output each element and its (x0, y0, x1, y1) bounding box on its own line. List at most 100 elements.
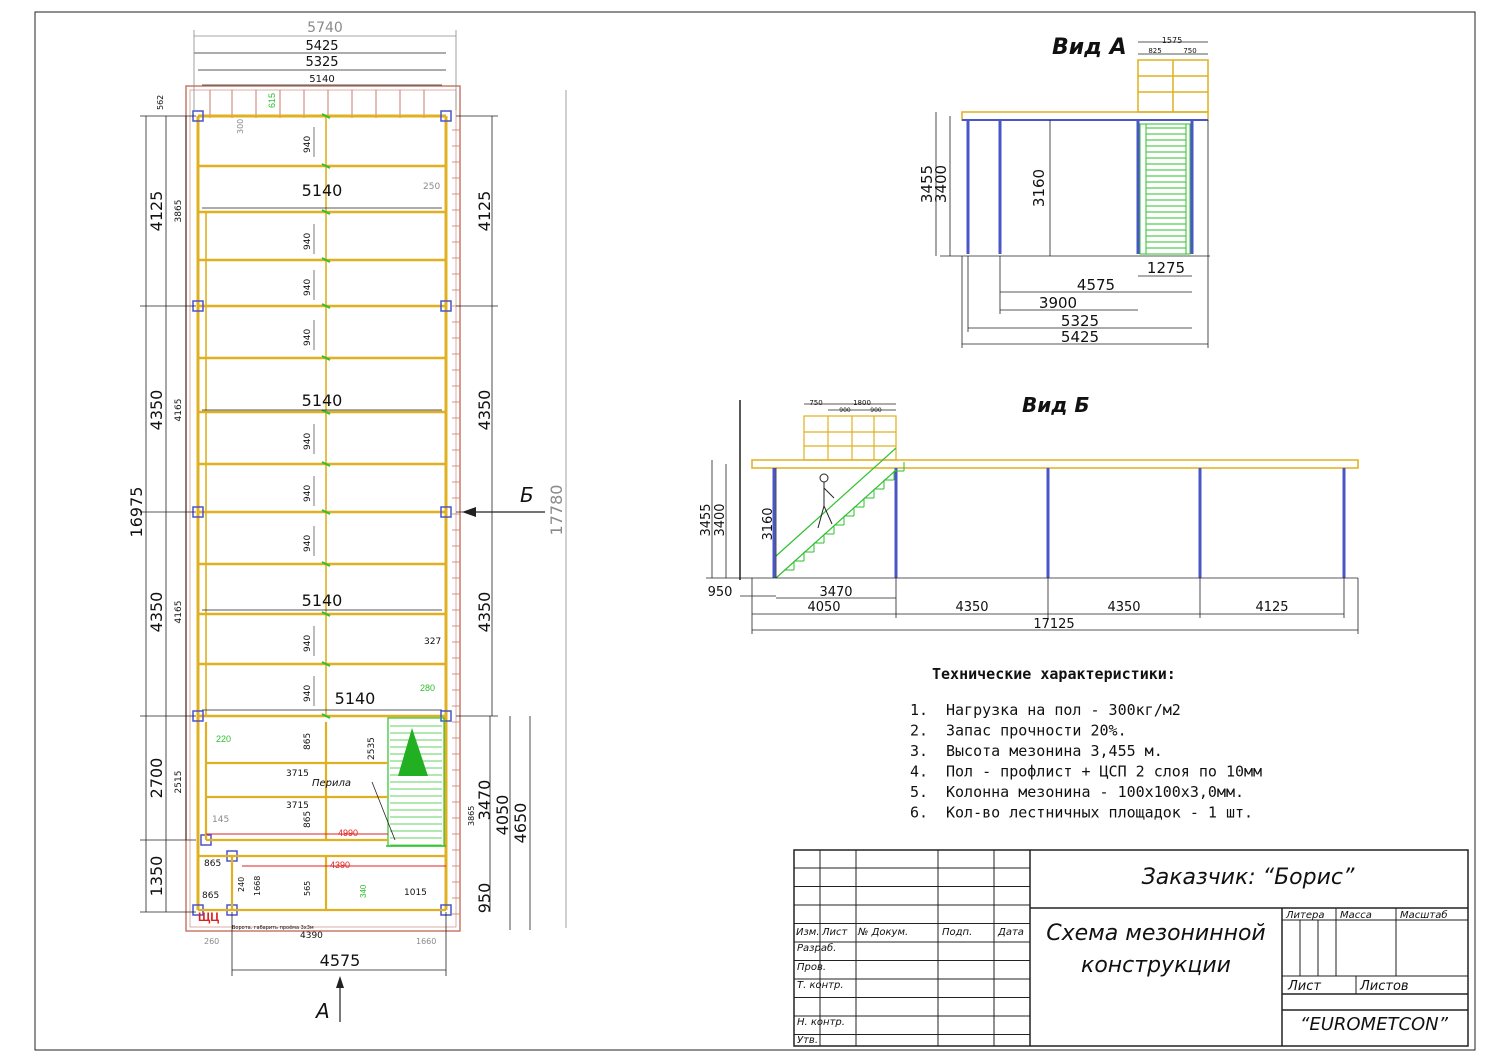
dim-5140-top: 5140 (309, 74, 334, 85)
dim-145: 145 (212, 815, 229, 825)
litera-label: Литера (1285, 910, 1324, 921)
tech-item-text: Колонна мезонина - 100х100х3,0мм. (946, 783, 1244, 801)
dim-280: 280 (420, 683, 435, 693)
stamp-col-label: Дата (997, 927, 1024, 938)
column-node (440, 110, 452, 122)
dim-220: 220 (216, 734, 231, 744)
dim-615: 615 (267, 93, 277, 108)
stair-direction-arrow (398, 728, 428, 776)
tech-item-text: Пол - профлист + ЦСП 2 слоя по 10мм (946, 763, 1262, 781)
masshtab-label: Масштаб (1400, 909, 1448, 921)
left-inner-4: 2515 (174, 771, 184, 794)
tech-item-text: Нагрузка на пол - 300кг/м2 (946, 701, 1181, 719)
arrow-b-icon (462, 507, 476, 517)
dim-4390-red: 4390 (330, 860, 350, 870)
beam-spacing-label: 940 (303, 433, 313, 450)
dim-3715a: 3715 (286, 769, 309, 779)
view-a-dim: 4575 (1077, 276, 1115, 294)
left-dim-4: 2700 (147, 758, 166, 799)
right-dim-2: 4350 (475, 390, 494, 431)
view-a-dim: 3900 (1039, 294, 1077, 312)
right-dim-3: 4350 (475, 592, 494, 633)
stamp-row-label: Т. контр. (797, 980, 844, 991)
arrow-a-icon (336, 976, 344, 988)
dim-865: 865 (303, 733, 313, 750)
view-b-dim: 4050 (807, 600, 840, 615)
view-b: Вид Б (699, 393, 1359, 634)
view-b-dim: 3160 (761, 507, 776, 540)
dim-865-2: 865 (303, 811, 313, 828)
tech-item-number: 5. (910, 783, 928, 801)
tech-heading: Технические характеристики: (932, 665, 1176, 683)
dim-250: 250 (423, 182, 440, 192)
view-a-dim: 1275 (1147, 259, 1185, 277)
view-a-dim: 1575 (1162, 36, 1182, 45)
view-a-dim: 5425 (1061, 328, 1099, 346)
view-b-dim: 3400 (713, 503, 728, 536)
view-b-dim: 900 (870, 407, 882, 414)
view-b-dim: 750 (809, 399, 822, 407)
left-inner-2: 4165 (174, 399, 184, 422)
stamp-row-label: Пров. (797, 962, 826, 973)
right-dim-3470: 3470 (475, 780, 494, 821)
plan-view: 5740 5425 5325 5140 5140 5140 5140 5140 … (127, 20, 567, 1023)
span-label: 5140 (302, 181, 343, 200)
left-dim-3: 4350 (147, 592, 166, 633)
title-block (793, 849, 1469, 1047)
span-label: 5140 (335, 689, 376, 708)
beam-spacing-label: 940 (303, 136, 313, 153)
view-a-title: Вид А (1052, 35, 1127, 60)
view-a-dim: 750 (1183, 47, 1196, 55)
span-label: 5140 (302, 591, 343, 610)
beam-spacing-label: 940 (303, 485, 313, 502)
beam-spacing-label: 940 (303, 279, 313, 296)
total-left-dim: 16975 (127, 487, 146, 538)
left-dim-2: 4350 (147, 390, 166, 431)
beam-spacing-label: 940 (303, 535, 313, 552)
beam-spacing-label: 940 (303, 233, 313, 250)
view-a-dim: 3455 (918, 165, 936, 203)
sheet-frame (34, 11, 1476, 1051)
left-dim-5: 1350 (147, 856, 166, 897)
stamp-col-label: Изм. (796, 927, 820, 938)
view-b-dim: 4125 (1255, 600, 1288, 615)
drawing-title-line2: конструкции (1081, 953, 1231, 978)
view-a-dim: 3160 (1030, 169, 1048, 207)
left-inner-3: 4165 (174, 601, 184, 624)
stamp-row-label: Н. контр. (797, 1017, 845, 1028)
listov-label: Листов (1359, 979, 1409, 994)
electrical-panel-label: ЩЦ (198, 910, 219, 924)
tech-item-number: 1. (910, 701, 928, 719)
view-b-dim: 4350 (1107, 600, 1140, 615)
dim-5740: 5740 (307, 20, 343, 36)
view-b-dim: 3470 (819, 585, 852, 600)
tech-item-number: 4. (910, 763, 928, 781)
company-name: “EUROMETCON” (1300, 1014, 1449, 1035)
dim-340: 340 (359, 884, 368, 898)
dim-1668: 1668 (253, 876, 262, 896)
view-b-dim: 900 (839, 407, 851, 414)
list-label: Лист (1287, 979, 1321, 994)
section-a-label: А (314, 999, 330, 1023)
tech-item-text: Запас прочности 20%. (946, 722, 1127, 740)
stamp-row-label: Разраб. (797, 942, 836, 954)
view-b-title: Вид Б (1022, 393, 1090, 417)
dim-4575: 4575 (320, 951, 361, 970)
person-figure (817, 473, 835, 529)
total-right-dim: 17780 (547, 485, 566, 536)
stamp-col-label: № Докум. (857, 927, 908, 938)
column-node (440, 710, 452, 722)
right-dim-950: 950 (475, 883, 494, 914)
dim-1660: 1660 (416, 937, 436, 946)
view-b-dim: 17125 (1033, 617, 1074, 632)
dim-562: 562 (156, 95, 165, 110)
span-label: 5140 (302, 391, 343, 410)
view-b-dim: 950 (708, 585, 733, 600)
tech-item-number: 3. (910, 742, 928, 760)
column-node (440, 506, 452, 518)
dim-5325: 5325 (305, 55, 338, 70)
dim-260: 260 (204, 937, 219, 946)
dim-5425: 5425 (305, 39, 338, 54)
view-b-dim: 4350 (955, 600, 988, 615)
